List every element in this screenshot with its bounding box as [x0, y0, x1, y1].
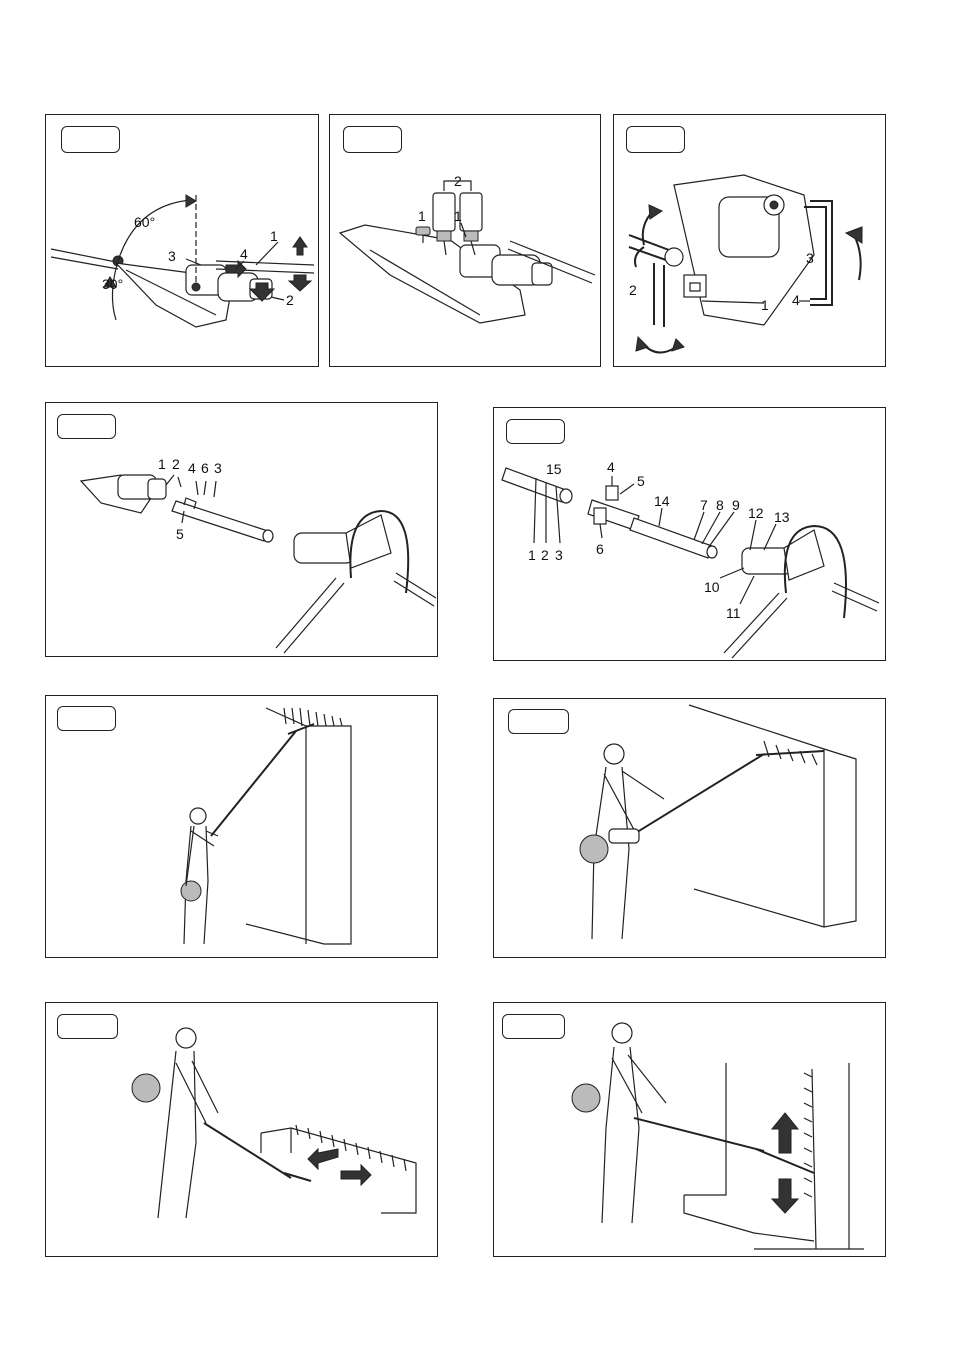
callout-1: 1: [528, 547, 536, 563]
operator-trimming-high-hedge: [180, 707, 352, 945]
figure-number-tag: [343, 126, 402, 153]
figure-number-tag: [57, 414, 116, 439]
callout-8: 8: [716, 497, 724, 513]
callout-3: 3: [555, 547, 563, 563]
callout-1-fitting: 1: [454, 208, 462, 224]
callout-4: 4: [240, 246, 248, 262]
angle-adjustment-illustration: 1 2 3 4: [628, 174, 863, 354]
angle-label-30: 30°: [102, 276, 123, 292]
callout-2: 2: [286, 292, 294, 308]
callout-4: 4: [607, 459, 615, 475]
callout-5: 5: [176, 526, 184, 542]
shaft-assembly-illustration: 1 2 4 6 3 5: [79, 456, 437, 654]
extension-shaft-illustration: 15 1 2 3 4 5 6 14 7 8 9 12 13 10 11: [501, 459, 880, 659]
callout-5: 5: [637, 473, 645, 489]
callout-3: 3: [214, 460, 222, 476]
operator-trimming-hedge-vertical: [571, 1022, 864, 1250]
callout-3: 3: [168, 248, 176, 264]
callout-2: 2: [172, 456, 180, 472]
figure-panel-2: 2 1 1: [329, 114, 601, 367]
figure-panel-1: 60° 30° 1 2 3 4: [45, 114, 319, 367]
callout-11: 11: [726, 605, 741, 621]
callout-2: 2: [454, 173, 462, 189]
callout-3: 3: [806, 250, 814, 266]
angle-label-60: 60°: [134, 214, 155, 230]
callout-1: 1: [761, 297, 769, 313]
figure-panel-4: 1 2 4 6 3 5: [45, 402, 438, 657]
figure-number-tag: [57, 706, 116, 731]
callout-7: 7: [700, 497, 708, 513]
callout-13: 13: [774, 509, 790, 525]
callout-1-plug: 1: [418, 208, 426, 224]
figure-number-tag: [57, 1014, 118, 1039]
figure-number-tag: [508, 709, 569, 734]
callout-2: 2: [541, 547, 549, 563]
figure-panel-6: [45, 695, 438, 958]
operator-trimming-hedge-side: [579, 704, 857, 940]
callout-6: 6: [596, 541, 604, 557]
gearbox-angle-illustration: 60° 30° 1 2 3 4: [50, 194, 315, 328]
figure-number-tag: [61, 126, 120, 153]
callout-10: 10: [704, 579, 720, 595]
figure-panel-8: [45, 1002, 438, 1257]
figure-panel-5: 15 1 2 3 4 5 6 14 7 8 9 12 13 10 11: [493, 407, 886, 661]
callout-4: 4: [188, 460, 196, 476]
figure-panel-3: 1 2 3 4: [613, 114, 886, 367]
callout-1: 1: [158, 456, 166, 472]
callout-9: 9: [732, 497, 740, 513]
callout-2: 2: [629, 282, 637, 298]
operator-trimming-hedge-top: [131, 1027, 417, 1219]
figure-number-tag: [626, 126, 685, 153]
callout-12: 12: [748, 505, 764, 521]
callout-4: 4: [792, 292, 800, 308]
figure-number-tag: [502, 1014, 565, 1039]
callout-14: 14: [654, 493, 670, 509]
grease-filling-illustration: 2 1 1: [338, 173, 596, 324]
figure-number-tag: [506, 419, 565, 444]
callout-15: 15: [546, 461, 562, 477]
figure-panel-7: [493, 698, 886, 958]
figure-panel-9: [493, 1002, 886, 1257]
callout-1: 1: [270, 228, 278, 244]
callout-6: 6: [201, 460, 209, 476]
